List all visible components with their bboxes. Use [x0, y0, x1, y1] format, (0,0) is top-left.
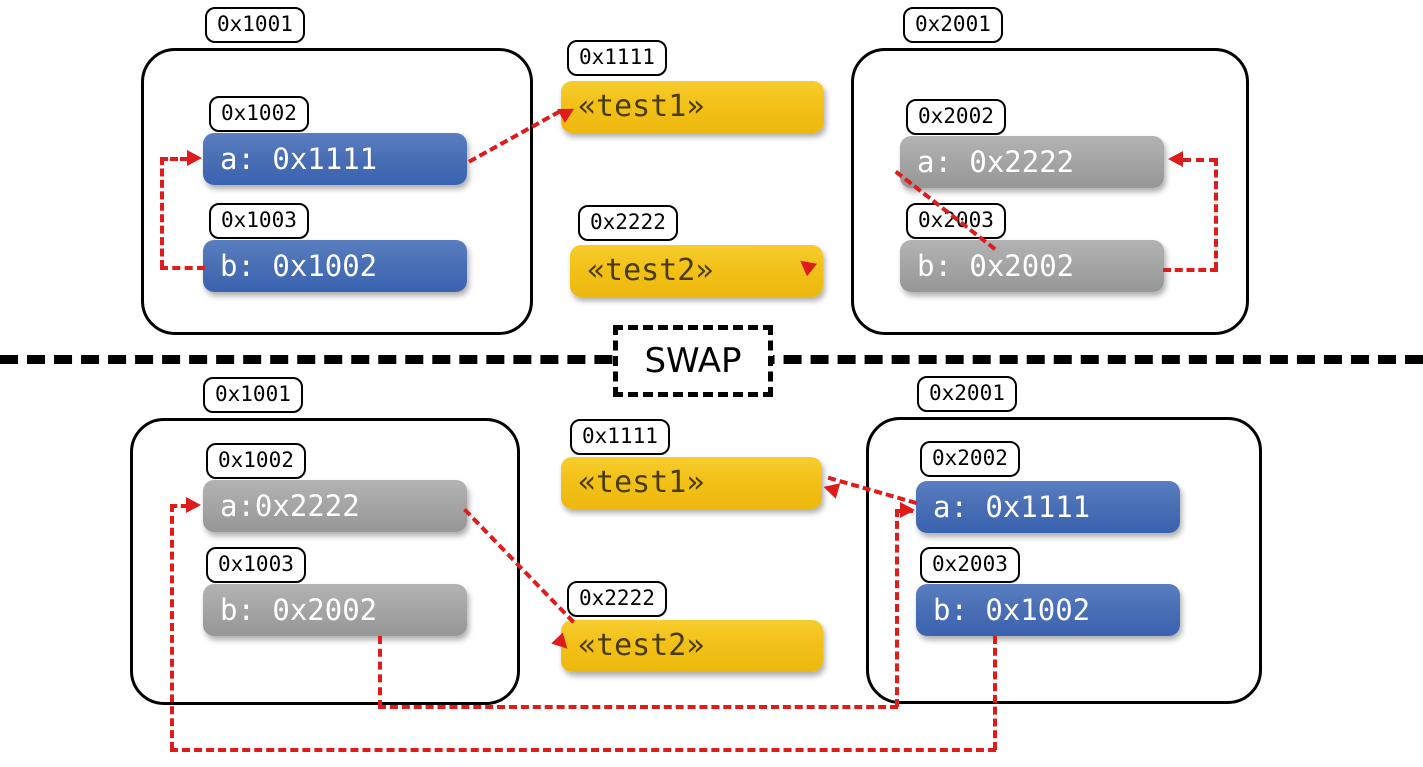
variable-slot-b: b: 0x2002	[900, 240, 1164, 292]
arrowhead-icon	[187, 150, 202, 166]
variable-slot-b: b: 0x1002	[916, 584, 1180, 636]
pointer-edge-right-b-to-left-a	[993, 636, 997, 750]
pointer-edge-b-to-a	[160, 266, 205, 270]
pointer-edge-left-b-to-right-a	[895, 509, 899, 707]
slot-address-label: 0x1002	[206, 443, 306, 479]
pointer-edge-left-b-to-right-a	[378, 705, 898, 709]
string-literal-test2: «test2»	[561, 620, 823, 672]
slot-address-label: 0x2003	[920, 547, 1020, 583]
pointer-edge-b-to-a	[1183, 158, 1217, 162]
variable-slot-b: b: 0x1002	[203, 240, 467, 292]
variable-slot-a: a:0x2222	[203, 480, 467, 532]
string-address-label: 0x1111	[570, 419, 670, 455]
slot-address-label: 0x1003	[206, 547, 306, 583]
arrowhead-icon	[186, 497, 201, 513]
frame-address-label: 0x1001	[203, 377, 303, 413]
string-address-label: 0x1111	[567, 40, 667, 76]
pointer-edge-b-to-a	[1163, 268, 1218, 272]
pointer-edge-b-to-a	[160, 157, 188, 161]
frame-address-label: 0x2001	[917, 376, 1017, 412]
pointer-edge-b-to-a	[1214, 158, 1218, 270]
frame-address-label: 0x2001	[903, 7, 1003, 43]
frame-address-label: 0x1001	[205, 7, 305, 43]
string-address-label: 0x2222	[578, 205, 678, 241]
swap-label-box: SWAP	[613, 325, 773, 397]
variable-slot-a: a: 0x1111	[916, 481, 1180, 533]
variable-slot-b: b: 0x2002	[203, 584, 467, 636]
string-literal-test1: «test1»	[561, 457, 822, 509]
arrowhead-icon	[821, 479, 841, 499]
slot-address-label: 0x1003	[209, 203, 309, 239]
arrowhead-icon	[1168, 151, 1183, 167]
string-address-label: 0x2222	[567, 581, 667, 617]
arrowhead-icon	[900, 502, 915, 518]
slot-address-label: 0x2002	[920, 441, 1020, 477]
string-literal-test2: «test2»	[570, 245, 823, 297]
slot-address-label: 0x1002	[209, 96, 309, 132]
pointer-edge-right-b-to-left-a	[170, 504, 188, 508]
stack-frame-after-left	[130, 418, 520, 705]
pointer-edge-right-b-to-left-a	[170, 748, 996, 752]
pointer-edge-left-b-to-right-a	[378, 636, 382, 708]
slot-address-label: 0x2003	[906, 203, 1006, 239]
variable-slot-a: a: 0x2222	[900, 136, 1164, 188]
slot-address-label: 0x2002	[906, 99, 1006, 135]
swap-label: SWAP	[644, 341, 742, 381]
variable-slot-a: a: 0x1111	[203, 133, 467, 185]
pointer-edge-b-to-a	[160, 157, 164, 268]
pointer-edge-right-b-to-left-a	[170, 504, 174, 750]
string-literal-test1: «test1»	[561, 81, 824, 133]
